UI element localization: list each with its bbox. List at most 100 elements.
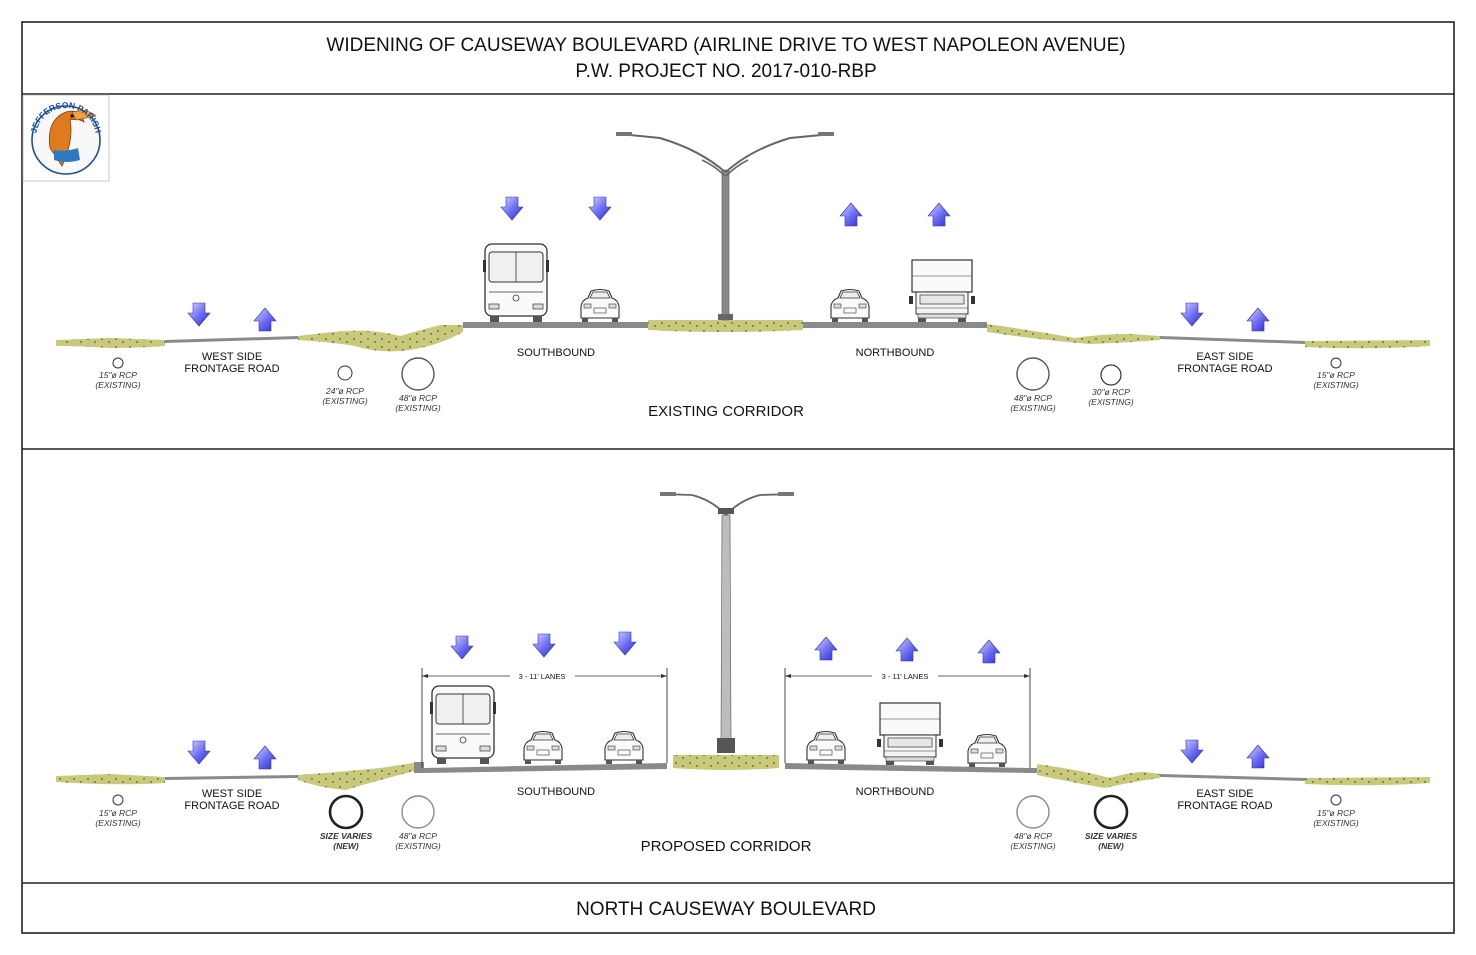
- proposed-pipe-e15-status: (EXISTING): [1313, 818, 1359, 828]
- existing-northbound-truck: [908, 259, 976, 323]
- proposed-sb-arrow-down-icon: [450, 635, 474, 660]
- existing-east-grass: [1305, 340, 1430, 349]
- existing-northbound-pavement: [803, 322, 987, 328]
- proposed-east-grass: [1305, 777, 1430, 786]
- existing-pipe-e15-label: 15"ø RCP: [1317, 370, 1355, 380]
- existing-pipe-w15: [112, 357, 124, 369]
- proposed-pipe-w15-status: (EXISTING): [95, 818, 141, 828]
- proposed-sb-arrow-down-icon: [532, 633, 556, 658]
- existing-median: [648, 320, 803, 332]
- proposed-pipe-e15-label: 15"ø RCP: [1317, 808, 1355, 818]
- proposed-northbound-label: NORTHBOUND: [856, 786, 935, 798]
- existing-northbound-car: [830, 288, 870, 323]
- existing-east-road-label-1: EAST SIDE: [1196, 351, 1253, 363]
- existing-west-grass: [56, 338, 165, 348]
- proposed-east-road-label-1: EAST SIDE: [1196, 788, 1253, 800]
- existing-west-frontage-pavement: [165, 336, 298, 343]
- proposed-pipe-w48-label: 48"ø RCP: [399, 831, 437, 841]
- existing-light-pole: [616, 132, 834, 321]
- proposed-corridor-label: PROPOSED CORRIDOR: [641, 838, 812, 855]
- existing-west-arrow-down-icon: [187, 302, 211, 327]
- existing-east-frontage-pavement: [1160, 336, 1305, 344]
- title-line-1: WIDENING OF CAUSEWAY BOULEVARD (AIRLINE …: [326, 35, 1125, 56]
- proposed-pipe-wnew-status: (NEW): [333, 841, 359, 851]
- proposed-corridor-section: 3 - 11' LANES 3 - 11' LANES: [56, 492, 1430, 855]
- proposed-east-arrow-down-icon: [1180, 739, 1204, 764]
- proposed-pipe-enew-status: (NEW): [1098, 841, 1124, 851]
- existing-west-ditch: [298, 325, 463, 352]
- existing-nb-arrow-up-icon: [927, 202, 951, 227]
- sheet-frame: [21, 21, 1455, 934]
- existing-sb-arrow-down-icon: [500, 196, 524, 221]
- proposed-pipe-enew-label: SIZE VARIES: [1085, 831, 1138, 841]
- existing-southbound-car: [580, 288, 620, 323]
- proposed-west-grass: [56, 774, 165, 785]
- proposed-pipe-w48: [401, 795, 435, 829]
- proposed-pipe-e48-label: 48"ø RCP: [1014, 831, 1052, 841]
- proposed-pipe-wnew-label: SIZE VARIES: [320, 831, 373, 841]
- existing-east-road-label-2: FRONTAGE ROAD: [1177, 363, 1272, 375]
- existing-pipe-w48-status: (EXISTING): [395, 403, 441, 413]
- proposed-pipe-w15-label: 15"ø RCP: [99, 808, 137, 818]
- proposed-sb-lane-dimension: [421, 668, 668, 768]
- existing-west-road-label-1: WEST SIDE: [202, 351, 262, 363]
- proposed-pipe-w15: [112, 794, 124, 806]
- proposed-pipe-w48-status: (EXISTING): [395, 841, 441, 851]
- proposed-east-road-label-2: FRONTAGE ROAD: [1177, 800, 1272, 812]
- proposed-median: [673, 755, 779, 770]
- existing-sb-arrow-down-icon: [588, 196, 612, 221]
- existing-pipe-w24: [337, 365, 353, 381]
- proposed-nb-arrow-up-icon: [895, 637, 919, 662]
- existing-pipe-w48: [401, 357, 435, 391]
- existing-east-arrow-up-icon: [1246, 307, 1270, 332]
- existing-pipe-e48: [1016, 357, 1050, 391]
- existing-pipe-w24-status: (EXISTING): [322, 396, 368, 406]
- existing-east-ditch: [987, 324, 1160, 344]
- proposed-northbound-car-1: [806, 730, 846, 765]
- pelican-logo-icon: [31, 105, 101, 175]
- proposed-sb-lanes-label: 3 - 11' LANES: [519, 672, 566, 681]
- proposed-pipe-e48: [1016, 795, 1050, 829]
- existing-pipe-e48-label: 48"ø RCP: [1014, 393, 1052, 403]
- existing-pipe-e48-status: (EXISTING): [1010, 403, 1056, 413]
- proposed-west-frontage-pavement: [165, 775, 298, 780]
- proposed-pipe-wnew: [328, 794, 364, 830]
- proposed-west-road-label-2: FRONTAGE ROAD: [184, 800, 279, 812]
- proposed-west-road-label-1: WEST SIDE: [202, 788, 262, 800]
- existing-nb-arrow-up-icon: [839, 202, 863, 227]
- proposed-pipe-enew: [1093, 794, 1129, 830]
- proposed-nb-arrow-up-icon: [814, 636, 838, 661]
- existing-pipe-e30-label: 30"ø RCP: [1092, 387, 1130, 397]
- existing-southbound-label: SOUTHBOUND: [517, 347, 595, 359]
- proposed-northbound-truck: [876, 702, 944, 766]
- existing-west-arrow-up-icon: [253, 307, 277, 332]
- existing-pipe-e15: [1330, 357, 1342, 369]
- proposed-pipe-e15: [1330, 794, 1342, 806]
- existing-southbound-bus: [482, 243, 550, 323]
- existing-east-arrow-down-icon: [1180, 302, 1204, 327]
- existing-pipe-w48-label: 48"ø RCP: [399, 393, 437, 403]
- proposed-nb-arrow-up-icon: [977, 639, 1001, 664]
- existing-northbound-label: NORTHBOUND: [856, 347, 935, 359]
- proposed-east-arrow-up-icon: [1246, 744, 1270, 769]
- proposed-pipe-e48-status: (EXISTING): [1010, 841, 1056, 851]
- proposed-southbound-car-1: [523, 730, 563, 765]
- proposed-east-frontage-pavement: [1160, 774, 1305, 781]
- existing-pipe-w24-label: 24"ø RCP: [325, 386, 364, 396]
- proposed-southbound-label: SOUTHBOUND: [517, 786, 595, 798]
- proposed-light-pole: [660, 492, 795, 753]
- proposed-west-ditch: [298, 763, 418, 790]
- proposed-northbound-car-2: [967, 733, 1007, 768]
- proposed-nb-lanes-label: 3 - 11' LANES: [882, 672, 929, 681]
- existing-corridor-label: EXISTING CORRIDOR: [648, 403, 804, 420]
- proposed-southbound-car-2: [604, 730, 644, 765]
- proposed-southbound-pavement: [414, 762, 667, 773]
- footer-title: NORTH CAUSEWAY BOULEVARD: [576, 899, 876, 920]
- existing-pipe-e30-status: (EXISTING): [1088, 397, 1134, 407]
- proposed-southbound-bus: [429, 685, 497, 765]
- title-line-2: P.W. PROJECT NO. 2017-010-RBP: [575, 61, 876, 82]
- proposed-east-ditch: [1037, 764, 1160, 788]
- existing-west-road-label-2: FRONTAGE ROAD: [184, 363, 279, 375]
- existing-southbound-pavement: [463, 322, 648, 328]
